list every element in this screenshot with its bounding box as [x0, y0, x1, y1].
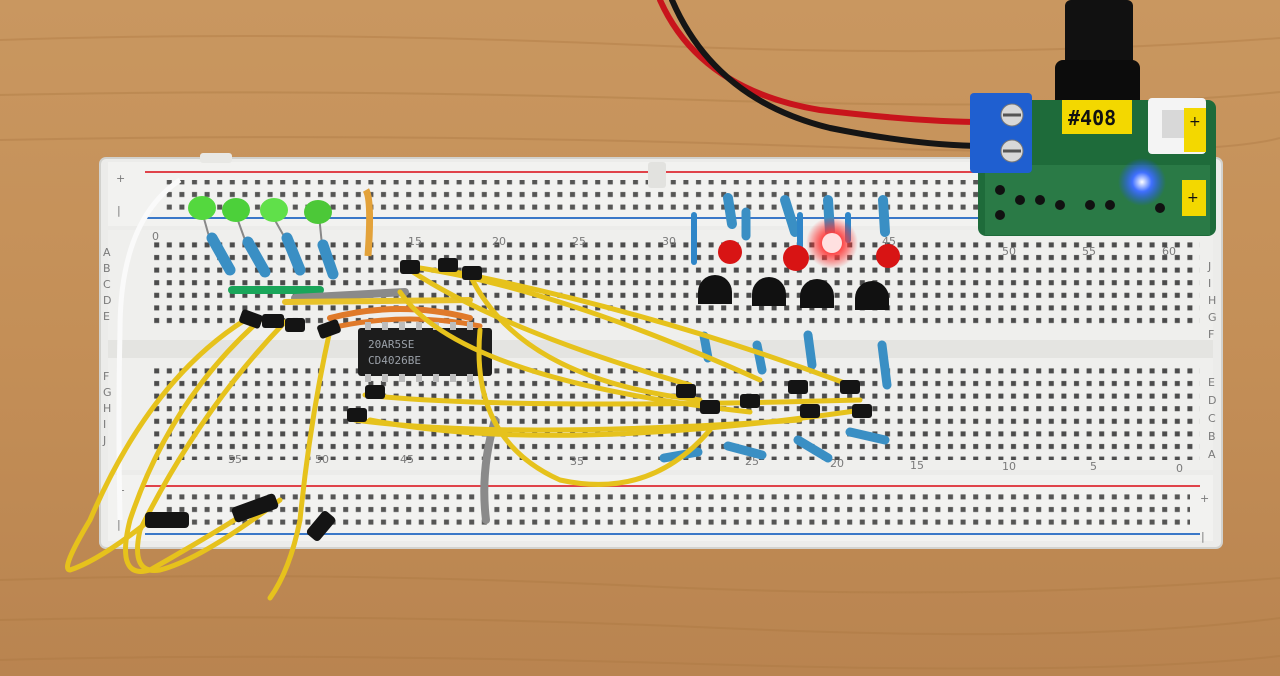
- resistor-group-left: [206, 232, 339, 280]
- svg-text:C: C: [103, 278, 111, 291]
- svg-text:30: 30: [662, 235, 676, 248]
- svg-text:5: 5: [1090, 460, 1097, 473]
- svg-text:F: F: [1208, 328, 1214, 341]
- svg-text:A: A: [1208, 448, 1216, 461]
- module-plus-label: +: [1189, 114, 1201, 130]
- svg-text:H: H: [1208, 294, 1216, 307]
- rail-plus-bottom-right: +: [1200, 492, 1209, 505]
- column-labels-top: 0 15 20 25 30 45 50 55 60: [152, 230, 1176, 258]
- rail-minus-top: |: [117, 204, 121, 217]
- svg-text:50: 50: [1002, 245, 1016, 258]
- svg-text:25: 25: [572, 235, 586, 248]
- transistor-group: [698, 275, 889, 310]
- yellow-jumpers: [65, 265, 865, 601]
- green-led-4: [304, 200, 332, 224]
- green-led-2: [222, 198, 250, 222]
- cd4026-chip: 20AR5SE CD4026BE: [358, 322, 492, 382]
- svg-text:C: C: [1208, 412, 1216, 425]
- svg-text:B: B: [1208, 430, 1216, 443]
- svg-text:G: G: [103, 386, 112, 399]
- svg-text:A: A: [103, 246, 111, 259]
- wood-grain: [0, 35, 1280, 670]
- transistor-1: [698, 275, 732, 304]
- power-cable: [657, 0, 988, 149]
- svg-text:J: J: [1207, 260, 1211, 273]
- svg-text:0: 0: [152, 230, 159, 243]
- power-module: #408 + +: [970, 93, 1216, 236]
- svg-text:B: B: [103, 262, 111, 275]
- row-labels-right: J I H G F E D C B A: [1207, 260, 1217, 461]
- svg-text:15: 15: [408, 235, 422, 248]
- svg-text:D: D: [103, 294, 111, 307]
- svg-text:E: E: [1208, 376, 1215, 389]
- svg-text:25: 25: [745, 455, 759, 468]
- svg-text:D: D: [1208, 394, 1216, 407]
- chip-line1: 20AR5SE: [368, 338, 414, 351]
- board-notch: [200, 153, 232, 163]
- rail-plus-top: +: [116, 172, 125, 185]
- row-labels-left: A B C D E F G H I J: [102, 246, 112, 447]
- svg-text:55: 55: [228, 453, 242, 466]
- svg-text:I: I: [103, 418, 106, 431]
- svg-text:I: I: [1208, 277, 1211, 290]
- power-indicator-led: [1118, 158, 1166, 206]
- short-jumpers: [228, 286, 483, 329]
- red-led-1: [718, 240, 742, 264]
- rail-minus-bottom: |: [117, 518, 121, 531]
- red-led-4: [876, 244, 900, 268]
- svg-text:20: 20: [492, 235, 506, 248]
- screw-terminal: [970, 93, 1032, 173]
- svg-text:15: 15: [910, 459, 924, 472]
- column-labels-bottom: 55 50 45 35 25 20 15 10 5 0: [228, 453, 1183, 475]
- svg-text:55: 55: [1082, 245, 1096, 258]
- transistor-4: [855, 281, 889, 310]
- module-tag: [1062, 100, 1132, 134]
- chip-line2: CD4026BE: [368, 354, 421, 367]
- orange-jumper: [362, 188, 374, 257]
- svg-text:H: H: [103, 402, 111, 415]
- green-led-1: [188, 196, 216, 220]
- transistor-2: [752, 277, 786, 306]
- svg-text:0: 0: [1176, 462, 1183, 475]
- svg-text:G: G: [1208, 311, 1217, 324]
- red-led-group: [691, 193, 900, 271]
- svg-text:E: E: [103, 310, 110, 323]
- module-tag-text: #408: [1068, 106, 1116, 130]
- svg-text:45: 45: [400, 453, 414, 466]
- svg-text:10: 10: [1002, 460, 1016, 473]
- green-led-3: [260, 198, 288, 222]
- rail-minus-bottom-right: |: [1201, 530, 1205, 543]
- svg-text:60: 60: [1162, 245, 1176, 258]
- transistor-3: [800, 279, 834, 308]
- red-led-2: [783, 245, 809, 271]
- svg-text:50: 50: [315, 453, 329, 466]
- svg-text:J: J: [102, 434, 106, 447]
- svg-text:20: 20: [830, 457, 844, 470]
- jumper-plugs: [145, 258, 872, 541]
- module-minus-label: +: [1187, 190, 1199, 206]
- svg-text:F: F: [103, 370, 109, 383]
- svg-text:35: 35: [570, 455, 584, 468]
- center-channel: [108, 340, 1213, 358]
